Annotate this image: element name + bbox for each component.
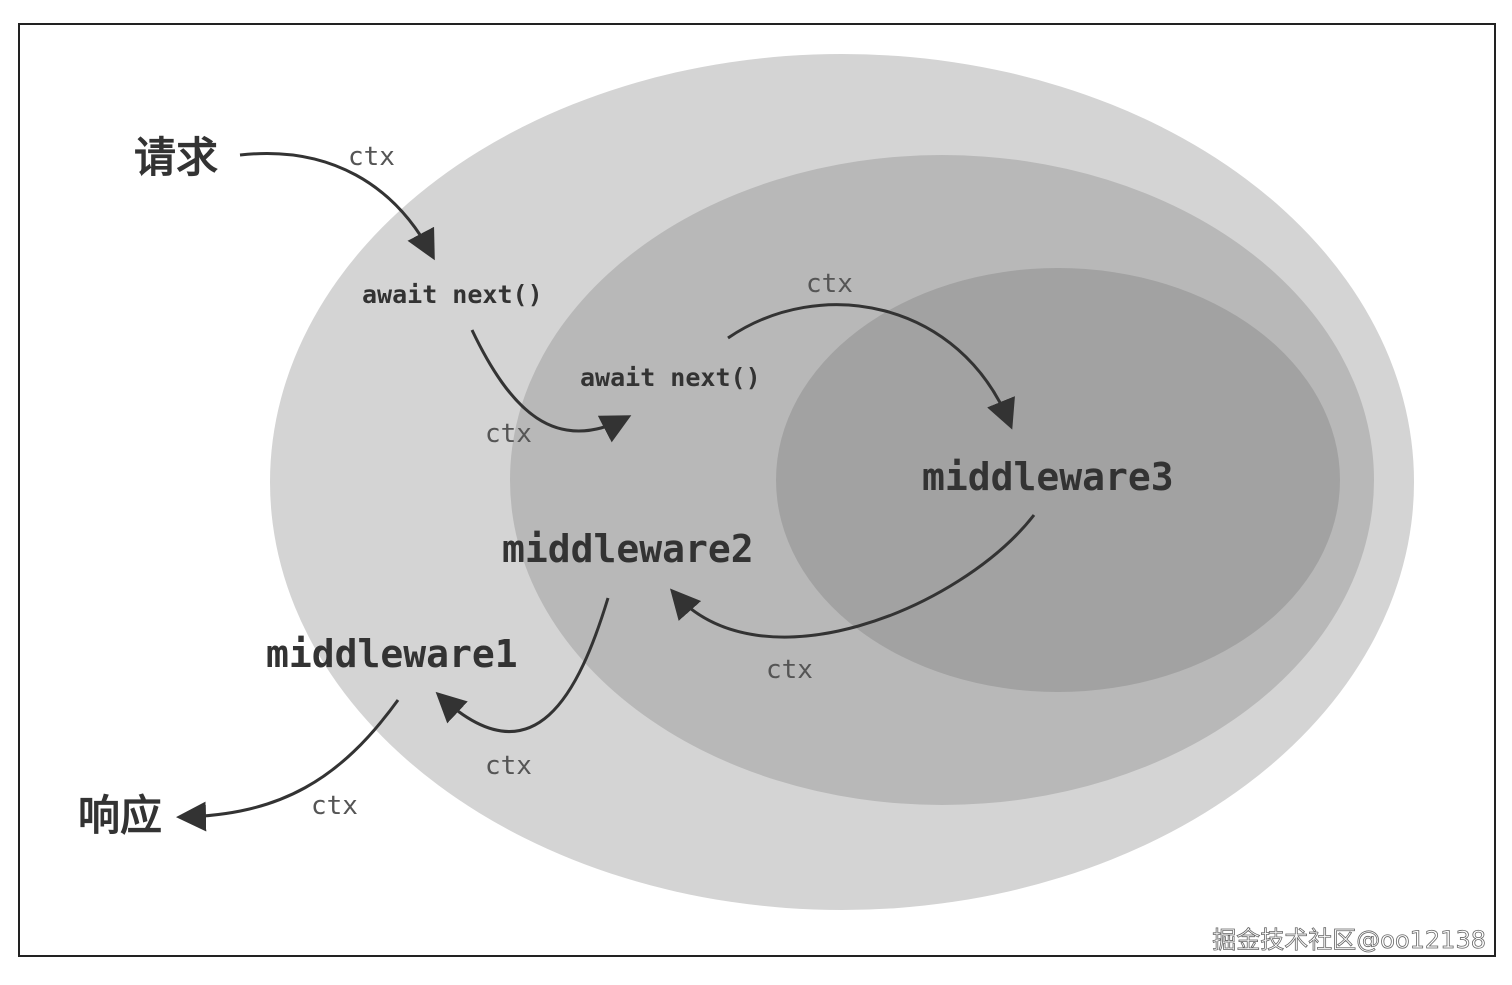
arrow-middleware1-to-response (176, 699, 400, 832)
middleware1-label: middleware1 (266, 632, 518, 676)
ctx-label-2: ctx (806, 269, 853, 299)
arrow-request-to-await1 (239, 152, 435, 261)
middleware3-layer (776, 268, 1340, 692)
ctx-label-1: ctx (348, 142, 395, 172)
arrow-middleware3-to-middleware2 (670, 514, 1036, 639)
request-label: 请求 (134, 133, 218, 182)
middleware3-label: middleware3 (922, 455, 1174, 499)
await-next-label-1: await next() (362, 280, 543, 309)
arrow-await1-to-await2 (470, 329, 632, 443)
middleware2-label: middleware2 (502, 527, 754, 571)
ctx-label-3: ctx (485, 419, 532, 449)
watermark: 掘金技术社区@oo12138 (1212, 926, 1486, 954)
response-label: 响应 (78, 791, 162, 840)
ctx-label-4: ctx (766, 655, 813, 685)
arrow-await2-to-middleware3 (727, 303, 1015, 430)
ctx-label-6: ctx (311, 791, 358, 821)
arrow-middleware2-to-middleware1 (435, 597, 610, 733)
ctx-label-5: ctx (485, 751, 532, 781)
await-next-label-2: await next() (580, 363, 761, 392)
